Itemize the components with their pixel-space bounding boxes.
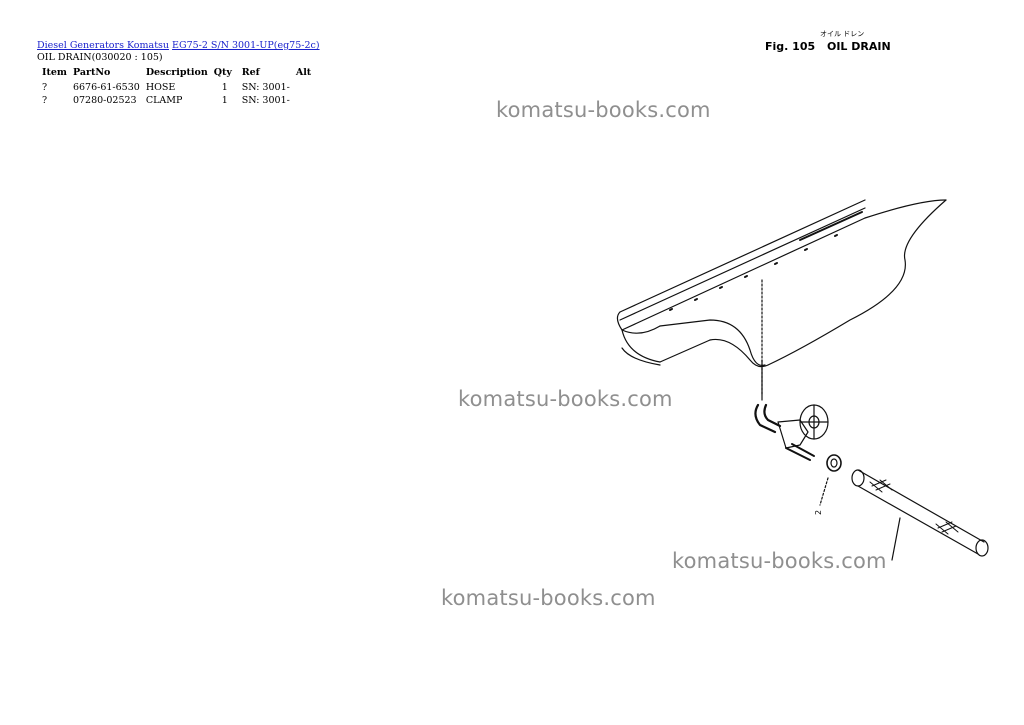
- cell-description: HOSE: [145, 82, 176, 93]
- watermark-4: komatsu-books.com: [441, 586, 656, 610]
- header-item: Item: [42, 67, 67, 78]
- figure-title: Fig. 105 OIL DRAIN: [765, 40, 891, 53]
- table-row: ? 07280-02523 CLAMP 1 SN: 3001-: [37, 94, 314, 107]
- cell-partno: 6676-61-6530: [72, 82, 140, 93]
- watermark-2: komatsu-books.com: [458, 387, 673, 411]
- header-qty: Qty: [213, 67, 232, 78]
- header-alt: Alt: [295, 67, 312, 78]
- watermark-1: komatsu-books.com: [496, 98, 711, 122]
- cell-item: ?: [42, 82, 48, 93]
- table-header-row: Item PartNo Description Qty Ref Alt: [37, 66, 314, 81]
- cell-description: CLAMP: [145, 95, 183, 106]
- watermark-3: komatsu-books.com: [672, 549, 887, 573]
- cell-item: ?: [42, 95, 48, 106]
- figure-name: OIL DRAIN: [826, 40, 891, 53]
- breadcrumb-link-model[interactable]: EG75-2 S/N 3001-UP(eg75-2c): [172, 40, 320, 51]
- breadcrumb-link-generators[interactable]: Diesel Generators Komatsu: [37, 40, 170, 51]
- table-row: ? 6676-61-6530 HOSE 1 SN: 3001-: [37, 81, 314, 94]
- cell-qty: 1: [221, 82, 228, 93]
- section-title: OIL DRAIN(030020 : 105): [37, 52, 163, 63]
- breadcrumb: Diesel Generators Komatsu EG75-2 S/N 300…: [37, 40, 320, 51]
- cell-ref: SN: 3001-: [241, 82, 290, 93]
- figure-number: Fig. 105: [765, 40, 816, 53]
- header-partno: PartNo: [72, 67, 111, 78]
- cell-qty: 1: [221, 95, 228, 106]
- header-description: Description: [145, 67, 208, 78]
- figure-japanese-title: オイル ドレン: [820, 30, 865, 38]
- header-ref: Ref: [241, 67, 260, 78]
- cell-alt: [293, 81, 314, 94]
- callout-2: 2: [814, 510, 823, 515]
- parts-table: Item PartNo Description Qty Ref Alt ? 66…: [37, 66, 314, 107]
- cell-ref: SN: 3001-: [241, 95, 290, 106]
- oil-drain-diagram: 2: [616, 199, 989, 561]
- cell-partno: 07280-02523: [72, 95, 137, 106]
- cell-alt: [293, 94, 314, 107]
